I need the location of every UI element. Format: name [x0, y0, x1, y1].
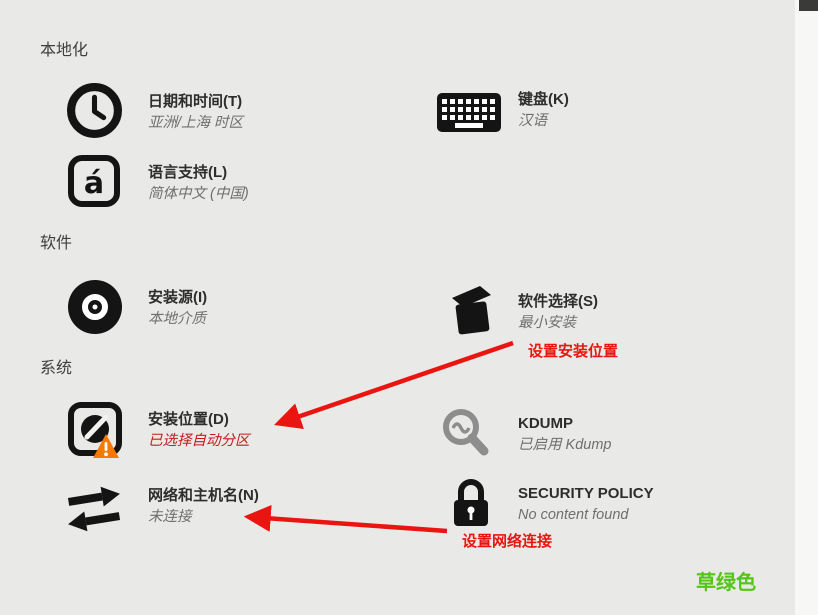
network-arrows-icon — [62, 476, 144, 535]
section-system: 系统 — [40, 360, 73, 377]
spoke-status: 最小安装 — [518, 315, 576, 331]
keyboard-icon — [436, 80, 518, 137]
spoke-installation-source[interactable]: 安装源(I) 本地介质 — [66, 278, 207, 336]
disc-icon — [66, 278, 148, 336]
spoke-status: 汉语 — [518, 113, 547, 129]
spoke-title: 日期和时间(T) — [148, 93, 243, 110]
package-icon — [436, 282, 518, 340]
lock-icon — [436, 474, 518, 530]
spoke-title: 语言支持(L) — [148, 164, 228, 181]
spoke-title: 安装源(I) — [148, 289, 208, 306]
spoke-title: 网络和主机名(N) — [148, 487, 259, 504]
spoke-kdump[interactable]: KDUMP 已启用 Kdump — [436, 404, 611, 462]
window-edge — [795, 0, 818, 615]
spoke-network-hostname[interactable]: 网络和主机名(N) 未连接 — [62, 476, 259, 535]
spoke-status: 简体中文 (中国) — [148, 186, 249, 202]
section-software: 软件 — [40, 235, 73, 252]
watermark-text: 草绿色 — [696, 572, 756, 594]
spoke-keyboard[interactable]: 键盘(K) 汉语 — [436, 80, 569, 137]
spoke-status: 亚洲/上海 时区 — [148, 115, 244, 131]
clock-icon — [66, 82, 148, 139]
hard-disk-icon — [66, 400, 148, 458]
spoke-title: 安装位置(D) — [148, 411, 229, 428]
spoke-title: 键盘(K) — [518, 91, 569, 108]
spoke-datetime[interactable]: 日期和时间(T) 亚洲/上海 时区 — [66, 82, 243, 139]
annotation-install-location: 设置安装位置 — [528, 343, 619, 360]
section-localization: 本地化 — [40, 42, 89, 59]
spoke-status: 已启用 Kdump — [518, 437, 612, 453]
spoke-status: 已选择自动分区 — [148, 433, 250, 449]
spoke-software-selection[interactable]: 软件选择(S) 最小安装 — [436, 282, 598, 340]
spoke-title: SECURITY POLICY — [518, 485, 654, 502]
spoke-security-policy[interactable]: SECURITY POLICY No content found — [436, 474, 654, 530]
spoke-status: No content found — [518, 507, 629, 523]
spoke-title: 软件选择(S) — [518, 293, 598, 310]
spoke-status: 本地介质 — [148, 311, 206, 327]
spoke-language[interactable]: á 语言支持(L) 简体中文 (中国) — [66, 153, 249, 209]
spoke-installation-destination[interactable]: 安装位置(D) 已选择自动分区 — [66, 400, 250, 458]
spoke-title: KDUMP — [518, 415, 573, 432]
annotation-network: 设置网络连接 — [462, 533, 553, 550]
language-icon: á — [66, 153, 148, 209]
svg-text:á: á — [84, 166, 104, 201]
warning-icon — [92, 433, 120, 464]
magnifier-icon — [436, 404, 518, 462]
window-corner-fragment — [799, 0, 818, 11]
spoke-status: 未连接 — [148, 509, 192, 525]
